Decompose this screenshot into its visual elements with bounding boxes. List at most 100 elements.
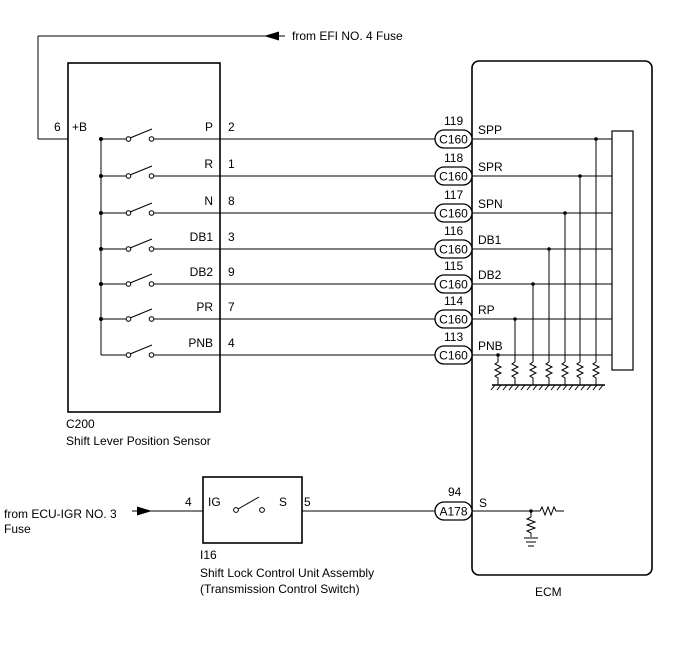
ecm-pin-number: 115 bbox=[444, 259, 463, 273]
ig-pin: 4 bbox=[185, 495, 192, 509]
ecm-box bbox=[471, 60, 653, 576]
efi-arrow-icon bbox=[264, 31, 279, 41]
switch-label: DB2 bbox=[190, 265, 214, 279]
ecm-pin-number: 117 bbox=[444, 188, 463, 202]
efi-fuse-feed: from EFI NO. 4 Fuse bbox=[37, 29, 403, 140]
c160-connector-label: C160 bbox=[439, 207, 468, 221]
ground-hatch bbox=[580, 384, 586, 391]
ecm-terminal-label: DB1 bbox=[478, 233, 502, 247]
switch-label: PNB bbox=[188, 336, 213, 350]
ground-hatch bbox=[586, 384, 592, 391]
ecm-pin-number: 118 bbox=[444, 151, 463, 165]
ground-hatch bbox=[574, 384, 580, 391]
sensor-switch-row: DB1 3 bbox=[99, 230, 472, 252]
ecm-s-terminal: S bbox=[479, 496, 487, 510]
ecm-input-block bbox=[611, 130, 634, 371]
ground-hatch bbox=[508, 384, 514, 391]
switch-pin: 8 bbox=[228, 194, 235, 208]
pull-down-resistor-icon bbox=[493, 361, 503, 385]
shift-lock-name-2: (Transmission Control Switch) bbox=[200, 582, 360, 596]
sensor-connector: C200 bbox=[66, 417, 95, 431]
switch-icon bbox=[125, 165, 155, 179]
ecm-terminal-label: RP bbox=[478, 303, 495, 317]
ecm-pin-number: 119 bbox=[444, 114, 463, 128]
ground-hatch bbox=[514, 384, 520, 391]
ecm-terminal-label: PNB bbox=[478, 339, 503, 353]
igr-arrow-icon bbox=[137, 506, 152, 516]
switch-icon bbox=[125, 128, 155, 142]
ecm-pin-number: 114 bbox=[444, 294, 463, 308]
igr-fuse-label-1: from ECU-IGR NO. 3 bbox=[4, 507, 117, 521]
c160-connector-label: C160 bbox=[439, 313, 468, 327]
ecm-pin-number: 116 bbox=[444, 224, 463, 238]
ground-hatch bbox=[550, 384, 556, 391]
plus-b-pin: 6 bbox=[54, 120, 61, 134]
pull-down-resistor-icon bbox=[525, 516, 537, 537]
ground-hatch bbox=[526, 384, 532, 391]
pull-down-resistor-icon bbox=[575, 361, 585, 385]
switch-label: PR bbox=[196, 300, 213, 314]
ecm-terminal-label: DB2 bbox=[478, 268, 502, 282]
shift-lock-box bbox=[202, 476, 303, 544]
switch-label: R bbox=[204, 157, 213, 171]
pull-down-resistor-icon bbox=[560, 361, 570, 385]
ecm-terminal-label: SPN bbox=[478, 197, 503, 211]
c160-connector-label: C160 bbox=[439, 243, 468, 257]
switch-pin: 3 bbox=[228, 230, 235, 244]
shift-lock-s-pin: 5 bbox=[304, 495, 311, 509]
sensor-box bbox=[67, 62, 221, 413]
plus-b-label: +B bbox=[72, 120, 87, 134]
pull-down-resistor-icon bbox=[510, 361, 520, 385]
s-connector-label: A178 bbox=[439, 505, 467, 519]
switch-icon bbox=[125, 344, 155, 358]
sensor-switch-row: DB2 9 bbox=[99, 265, 472, 287]
switch-icon bbox=[125, 273, 155, 287]
ground-hatch bbox=[520, 384, 526, 391]
switch-icon bbox=[125, 202, 155, 216]
ground-hatch bbox=[568, 384, 574, 391]
shift-lock-s-label: S bbox=[279, 495, 287, 509]
switch-pin: 1 bbox=[228, 157, 235, 171]
ground-hatch bbox=[502, 384, 508, 391]
sensor-switch-row: PNB 4 bbox=[101, 336, 472, 358]
shift-lock-connector: I16 bbox=[200, 548, 217, 562]
ecm-pin-number: 113 bbox=[444, 330, 463, 344]
switch-pin: 2 bbox=[228, 120, 235, 134]
ground-hatch bbox=[496, 384, 502, 391]
c160-connector-label: C160 bbox=[439, 278, 468, 292]
ground-hatch bbox=[490, 384, 496, 391]
ecm-terminal-label: SPR bbox=[478, 160, 503, 174]
ground-hatch bbox=[532, 384, 538, 391]
shift-lock-switch-icon bbox=[233, 496, 265, 513]
shift-lock-name-1: Shift Lock Control Unit Assembly bbox=[200, 566, 374, 580]
switch-pin: 4 bbox=[228, 336, 235, 350]
pull-down-resistor-icon bbox=[544, 361, 554, 385]
s-pin-number: 94 bbox=[448, 485, 462, 499]
switch-label: P bbox=[205, 120, 213, 134]
switch-label: DB1 bbox=[190, 230, 214, 244]
c160-connector-label: C160 bbox=[439, 133, 468, 147]
ground-hatch bbox=[592, 384, 598, 391]
switch-pin: 9 bbox=[228, 265, 235, 279]
c160-connector-label: C160 bbox=[439, 170, 468, 184]
switch-label: N bbox=[204, 194, 213, 208]
c160-connector-label: C160 bbox=[439, 349, 468, 363]
ground-hatch bbox=[562, 384, 568, 391]
s-signal-line: A178 94 S bbox=[302, 485, 564, 547]
ecm-terminal-label: SPP bbox=[478, 123, 502, 137]
ecm-label: ECM bbox=[535, 585, 562, 599]
ground-hatch bbox=[556, 384, 562, 391]
igr-fuse-label-2: Fuse bbox=[4, 522, 31, 536]
